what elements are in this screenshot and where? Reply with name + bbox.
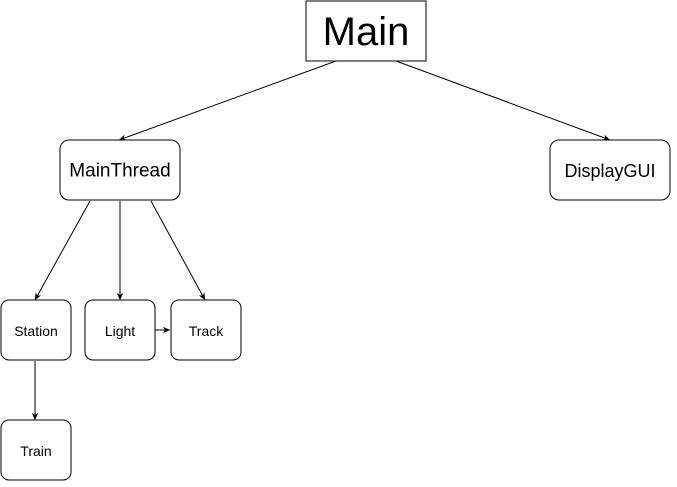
- edge-main-to-mainthread: [118, 60, 337, 141]
- node-train-box: [0, 419, 72, 481]
- node-main-box: [305, 0, 427, 62]
- edge-main-to-displaygui: [395, 60, 611, 141]
- node-displaygui: DisplayGUI: [549, 139, 671, 201]
- node-main-label: Main: [323, 10, 410, 54]
- node-light-label: Light: [105, 323, 135, 339]
- node-mainthread-label: MainThread: [69, 161, 170, 182]
- node-mainthread-box: [59, 139, 181, 201]
- node-station-label: Station: [14, 323, 58, 339]
- node-mainthread: MainThread: [59, 139, 181, 201]
- node-displaygui-label: DisplayGUI: [564, 161, 655, 181]
- edge-mainthread-to-track: [150, 200, 206, 301]
- node-track: Track: [170, 299, 242, 361]
- node-light-box: [84, 299, 156, 361]
- node-main: Main: [305, 0, 427, 62]
- node-train-label: Train: [20, 443, 51, 459]
- node-station: Station: [0, 299, 72, 361]
- node-light: Light: [84, 299, 156, 361]
- node-station-box: [0, 299, 72, 361]
- edges: [31, 60, 611, 420]
- node-train: Train: [0, 419, 72, 481]
- edge-mainthread-to-station: [34, 200, 91, 301]
- node-track-label: Track: [189, 323, 224, 339]
- node-track-box: [170, 299, 242, 361]
- node-displaygui-box: [549, 139, 671, 201]
